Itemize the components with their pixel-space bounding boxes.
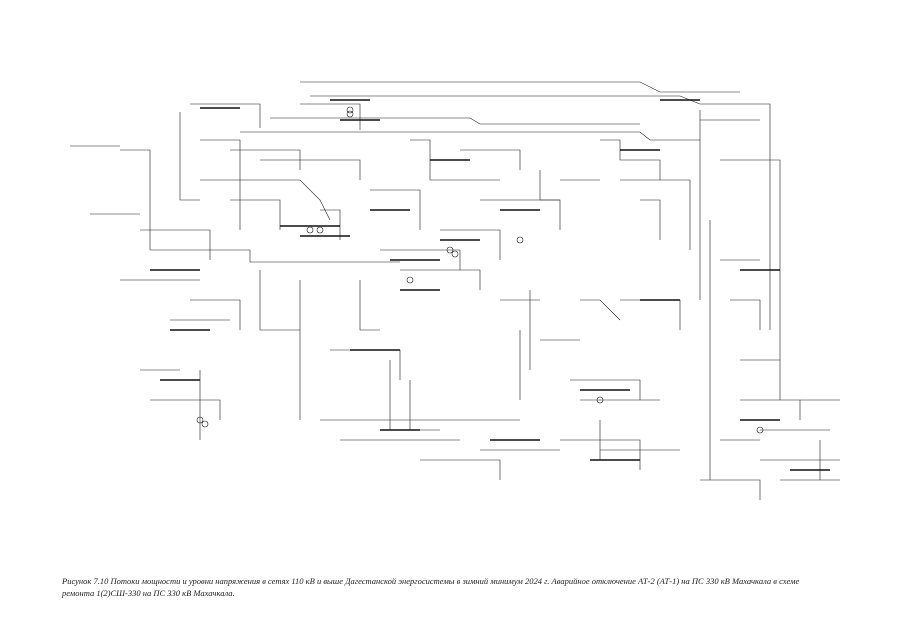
bus-bars bbox=[150, 99, 830, 471]
caption-line-1: Рисунок 7.10 Потоки мощности и уровни на… bbox=[62, 576, 800, 586]
network-lines bbox=[70, 81, 840, 500]
figure-caption: Рисунок 7.10 Потоки мощности и уровни на… bbox=[62, 575, 862, 599]
caption-line-2: ремонта 1(2)СШ-330 на ПС 330 кВ Махачкал… bbox=[62, 588, 235, 598]
transformer-symbols bbox=[196, 106, 764, 434]
